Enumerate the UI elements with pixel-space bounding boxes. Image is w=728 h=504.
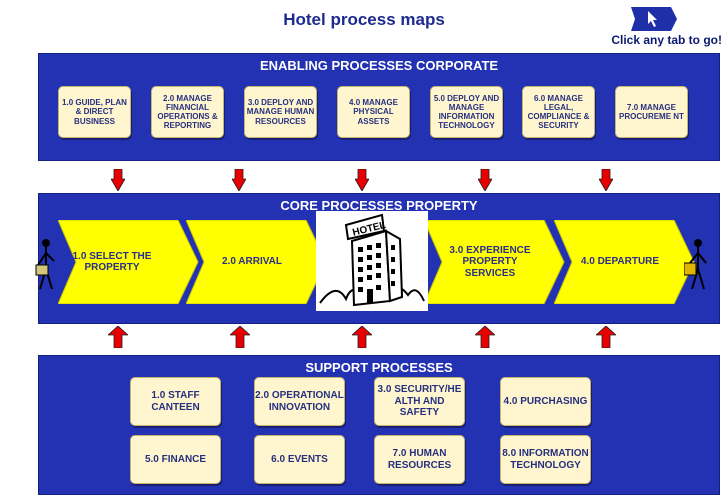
corp-item-physical-assets[interactable]: 4.0 MANAGE PHYSICAL ASSETS [337,86,410,138]
cursor-icon [631,7,677,31]
down-arrow-icon[interactable] [111,169,125,191]
up-arrow-icon[interactable] [352,326,372,348]
core-step-arrival[interactable]: 2.0 ARRIVAL [221,256,282,268]
hotel-building-image[interactable]: HOTEL [316,211,428,311]
support-item-information-technology[interactable]: 8.0 INFORMATION TECHNOLOGY [500,435,591,484]
down-arrow-icon[interactable] [355,169,369,191]
support-band-title: SUPPORT PROCESSES [305,360,453,375]
up-arrow-icon[interactable] [108,326,128,348]
up-arrow-icon[interactable] [230,326,250,348]
walking-guest-icon [684,239,707,290]
corp-item-procurement[interactable]: 7.0 MANAGE PROCUREME NT [615,86,688,138]
support-item-human-resources[interactable]: 7.0 HUMAN RESOURCES [374,435,465,484]
support-item-operational-innovation[interactable]: 2.0 OPERATIONAL INNOVATION [254,377,345,426]
down-arrow-icon[interactable] [599,169,613,191]
corporate-processes-band: ENABLING PROCESSES CORPORATE 1.0 GUIDE, … [38,53,720,161]
corp-item-legal[interactable]: 6.0 MANAGE LEGAL, COMPLIANCE & SECURITY [522,86,595,138]
page-title: Hotel process maps [283,10,445,29]
up-arrow-icon[interactable] [475,326,495,348]
support-item-purchasing[interactable]: 4.0 PURCHASING [500,377,591,426]
core-band-title: CORE PROCESSES PROPERTY [280,198,478,213]
support-item-security-health-safety[interactable]: 3.0 SECURITY/HE ALTH AND SAFETY [374,377,465,426]
corp-item-financial[interactable]: 2.0 MANAGE FINANCIAL OPERATIONS & REPORT… [151,86,224,138]
support-processes-band: SUPPORT PROCESSES 1.0 STAFF CANTEEN 2.0 … [38,355,720,495]
down-arrow-icon[interactable] [478,169,492,191]
corp-item-guide[interactable]: 1.0 GUIDE, PLAN & DIRECT BUSINESS [58,86,131,138]
corp-item-it[interactable]: 5.0 DEPLOY AND MANAGE INFORMATION TECHNO… [430,86,503,138]
hotel-building-icon: HOTEL [319,213,425,307]
walking-guest-icon [35,239,55,290]
support-item-finance[interactable]: 5.0 FINANCE [130,435,221,484]
corporate-band-title: ENABLING PROCESSES CORPORATE [259,58,499,73]
core-step-select-property[interactable]: 1.0 SELECT THE PROPERTY [72,250,152,274]
down-arrow-icon[interactable] [232,169,246,191]
support-item-events[interactable]: 6.0 EVENTS [254,435,345,484]
up-arrow-icon[interactable] [596,326,616,348]
go-button[interactable] [627,5,679,33]
core-step-experience[interactable]: 3.0 EXPERIENCE PROPERTY SERVICES [449,244,531,279]
core-step-departure[interactable]: 4.0 DEPARTURE [580,256,660,268]
chevron-shape [554,220,695,304]
cta-text: Click any tab to go! [611,33,722,47]
support-item-staff-canteen[interactable]: 1.0 STAFF CANTEEN [130,377,221,426]
chevron-shape [58,220,199,304]
chevron-shape [186,220,327,304]
corp-item-human-resources[interactable]: 3.0 DEPLOY AND MANAGE HUMAN RESOURCES [244,86,317,138]
chevron-shape [424,220,565,304]
